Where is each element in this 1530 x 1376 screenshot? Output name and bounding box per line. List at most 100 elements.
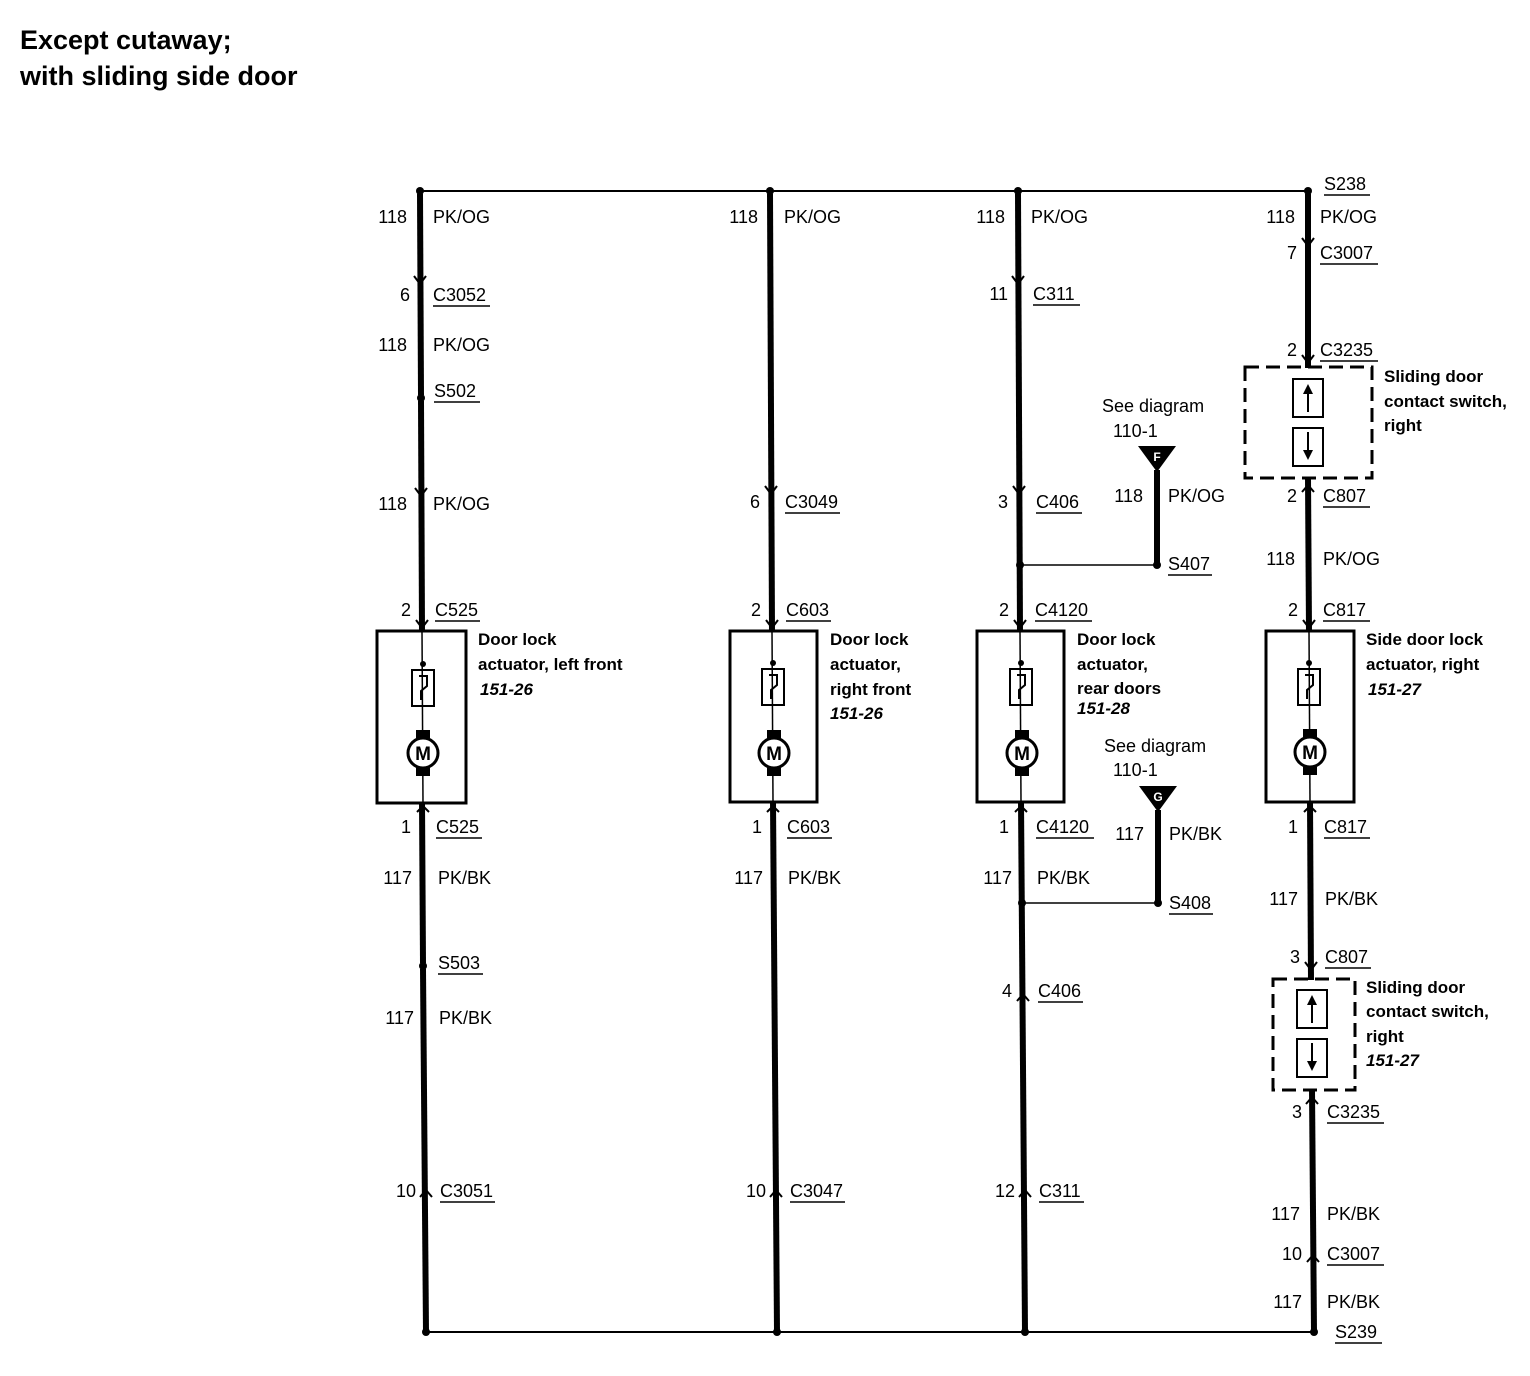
- pin-number: 10: [746, 1181, 766, 1201]
- wire-color: PK/BK: [1169, 824, 1222, 844]
- wire-color: PK/OG: [433, 335, 490, 355]
- pin-number: 3: [1290, 947, 1300, 967]
- wire-color: PK/BK: [438, 868, 491, 888]
- pin-number: 4: [1002, 981, 1012, 1001]
- connector-label: C3052: [433, 285, 486, 305]
- diagram-title: Except cutaway; with sliding side door: [20, 22, 298, 94]
- splice-label: S502: [434, 381, 476, 401]
- pin-number: 1: [752, 817, 762, 837]
- motor-icon: [406, 728, 440, 778]
- column-right-front: 118 PK/OG 6 C3049 2 C603 Door lock actua…: [728, 187, 912, 1336]
- splice-label: S239: [1335, 1322, 1377, 1342]
- wire-number: 118: [1114, 486, 1143, 506]
- connector-label: C807: [1323, 486, 1366, 506]
- pin-number: 10: [1282, 1244, 1302, 1264]
- pin-number: 2: [1287, 486, 1297, 506]
- connector-label: C311: [1039, 1181, 1081, 1201]
- motor-icon: [1005, 728, 1039, 778]
- reference-f: See diagram 110-1 F 118 PK/OG S407: [1102, 396, 1225, 576]
- component-label: Door lock: [1077, 630, 1156, 649]
- reference-letter: F: [1153, 450, 1160, 464]
- wire-color: PK/BK: [439, 1008, 492, 1028]
- wire-number: 117: [1273, 1292, 1302, 1312]
- component-label: Door lock: [478, 630, 557, 649]
- reference-page: 110-1: [1113, 760, 1158, 780]
- reference-text: See diagram: [1104, 736, 1206, 756]
- pin-number: 2: [751, 600, 761, 620]
- connector-label: C3047: [790, 1181, 843, 1201]
- connector-label: C3051: [440, 1181, 493, 1201]
- contact-switch-icon: [1296, 989, 1328, 1078]
- component-label: contact switch,: [1366, 1002, 1489, 1021]
- wire-color: PK/OG: [1031, 207, 1088, 227]
- pin-number: 1: [401, 817, 411, 837]
- connector-label: C4120: [1035, 600, 1088, 620]
- connector-label: C3235: [1327, 1102, 1380, 1122]
- wire-color: PK/BK: [1327, 1204, 1380, 1224]
- component-label: Side door lock: [1366, 630, 1484, 649]
- reference-arrow-icon: [1138, 446, 1176, 472]
- pin-number: 3: [998, 492, 1008, 512]
- wire-number: 118: [1266, 549, 1295, 569]
- connector-label: C807: [1325, 947, 1368, 967]
- splice-label: S408: [1169, 893, 1211, 913]
- contact-switch-box: [1271, 977, 1357, 1092]
- reference-letter: G: [1153, 790, 1162, 804]
- pin-number: 1: [1288, 817, 1298, 837]
- reference-text: See diagram: [1102, 396, 1204, 416]
- component-label: actuator,: [1077, 655, 1148, 674]
- connector-label: C603: [786, 600, 829, 620]
- wire-color: PK/BK: [1037, 868, 1090, 888]
- actuator-box: [728, 629, 819, 804]
- pin-number: 6: [400, 285, 410, 305]
- wire-number: 118: [729, 207, 758, 227]
- connector-label: C406: [1038, 981, 1081, 1001]
- page-reference: 151-27: [1368, 680, 1422, 699]
- wire-number: 117: [1115, 824, 1144, 844]
- column-rear-doors: 118 PK/OG 11 C311 3 C406 2 C4120 Door lo…: [975, 187, 1161, 1336]
- title-line-2: with sliding side door: [20, 61, 298, 91]
- splice-label: S503: [438, 953, 480, 973]
- pin-number: 10: [396, 1181, 416, 1201]
- wire-color: PK/OG: [1323, 549, 1380, 569]
- wire-color: PK/OG: [433, 207, 490, 227]
- pin-number: 6: [750, 492, 760, 512]
- wire-number: 117: [1271, 1204, 1300, 1224]
- wire-color: PK/OG: [1168, 486, 1225, 506]
- component-label: right: [1384, 416, 1422, 435]
- component-label: actuator, left front: [478, 655, 623, 674]
- component-label: contact switch,: [1384, 392, 1507, 411]
- connector-label: C406: [1036, 492, 1079, 512]
- connector-label: C603: [787, 817, 830, 837]
- connector-label: C817: [1324, 817, 1367, 837]
- splice-label: S407: [1168, 554, 1210, 574]
- wire-color: PK/BK: [1325, 889, 1378, 909]
- page-reference: 151-26: [830, 704, 883, 723]
- reference-g: See diagram 110-1 G 117 PK/BK S408: [1104, 736, 1222, 915]
- component-label: Sliding door: [1384, 367, 1484, 386]
- wire-number: 117: [383, 868, 412, 888]
- wire-color: PK/OG: [1320, 207, 1377, 227]
- wire-number: 118: [378, 494, 407, 514]
- wire-number: 117: [734, 868, 763, 888]
- title-line-1: Except cutaway;: [20, 25, 232, 55]
- connector-label: C3007: [1320, 243, 1373, 263]
- wire-number: 117: [1269, 889, 1298, 909]
- motor-icon: [757, 728, 791, 778]
- connector-label: C817: [1323, 600, 1366, 620]
- wire-color: PK/BK: [788, 868, 841, 888]
- reference-page: 110-1: [1113, 421, 1158, 441]
- pin-number: 2: [401, 600, 411, 620]
- wire-color: PK/BK: [1327, 1292, 1380, 1312]
- page-reference: 151-26: [480, 680, 533, 699]
- column-side-door: S238 118 PK/OG 7 C3007 2 C3235: [1243, 174, 1507, 1344]
- connector-label: C525: [435, 600, 478, 620]
- pin-number: 12: [995, 1181, 1015, 1201]
- connector-label: C311: [1033, 284, 1075, 304]
- pin-number: 7: [1287, 243, 1297, 263]
- contact-switch-box: [1243, 365, 1374, 480]
- connector-label: C4120: [1036, 817, 1089, 837]
- pin-number: 2: [999, 600, 1009, 620]
- actuator-box: [375, 629, 468, 805]
